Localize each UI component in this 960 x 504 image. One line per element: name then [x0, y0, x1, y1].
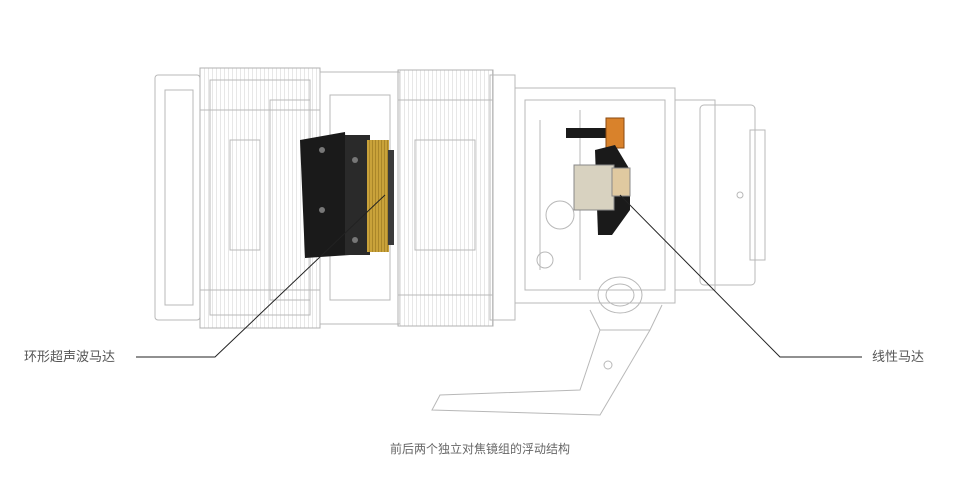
lens-middle-barrel [319, 69, 516, 327]
leader-lines [136, 194, 862, 358]
label-ring-ultrasonic-motor: 环形超声波马达 [24, 350, 116, 365]
lens-front-barrel [154, 67, 321, 329]
tripod-foot [431, 276, 663, 416]
ring-ultrasonic-motor [300, 132, 394, 258]
figure-caption: 前后两个独立对焦镜组的浮动结构 [389, 442, 570, 456]
lens-rear-barrel [514, 87, 766, 304]
leader-line-ring-motor [136, 194, 386, 358]
label-linear-motor: 线性马达 [872, 350, 925, 365]
linear-motor [566, 117, 631, 235]
leader-line-linear-motor [619, 194, 862, 358]
